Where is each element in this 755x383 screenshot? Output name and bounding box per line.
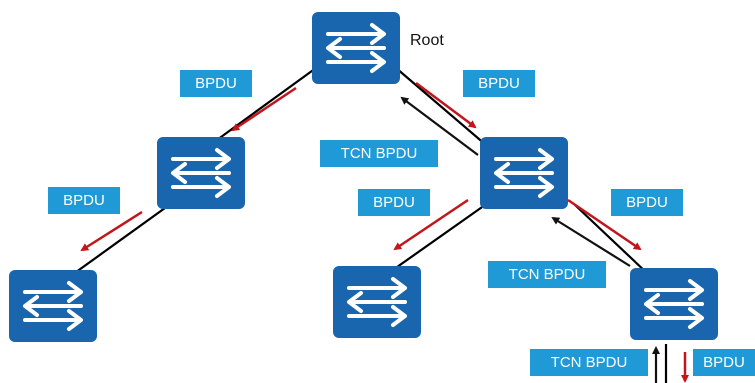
right-switch-icon: [478, 135, 570, 211]
tcn-arrow-bottomright-right: [551, 216, 631, 267]
bpdu-arrow-root-right: [415, 81, 477, 129]
tcn-label-bottom: TCN BPDU: [530, 349, 648, 376]
link-right-bottomright: [574, 204, 649, 275]
link-right-center: [389, 204, 486, 273]
bottom-right-switch-icon: [628, 266, 720, 342]
bpdu-label-center: BPDU: [358, 189, 430, 216]
bottom-left-switch-icon: [7, 268, 99, 344]
bpdu-label-left-mid: BPDU: [48, 187, 120, 214]
link-root-right: [395, 67, 487, 146]
link-root-left: [209, 67, 317, 146]
bpdu-label-bottom: BPDU: [693, 349, 755, 376]
tcn-label-right-mid: TCN BPDU: [488, 261, 606, 288]
bpdu-arrow-right-center: [393, 198, 469, 251]
root-switch-icon: [310, 10, 402, 86]
bottom-center-switch-icon: [331, 264, 423, 340]
bpdu-arrow-right-bottomright: [567, 198, 642, 251]
left-switch-icon: [155, 135, 247, 211]
bpdu-arrow-left-down: [80, 210, 143, 252]
tcn-arrow-right-root: [400, 96, 479, 156]
bpdu-label-right-mid: BPDU: [611, 189, 683, 216]
bpdu-label-right-top: BPDU: [463, 70, 535, 97]
link-left-bottomleft: [71, 207, 166, 276]
tcn-label-right-top: TCN BPDU: [320, 140, 438, 167]
bpdu-label-left-top: BPDU: [180, 70, 252, 97]
root-label: Root: [410, 32, 444, 49]
bpdu-arrow-root-left: [231, 86, 297, 132]
